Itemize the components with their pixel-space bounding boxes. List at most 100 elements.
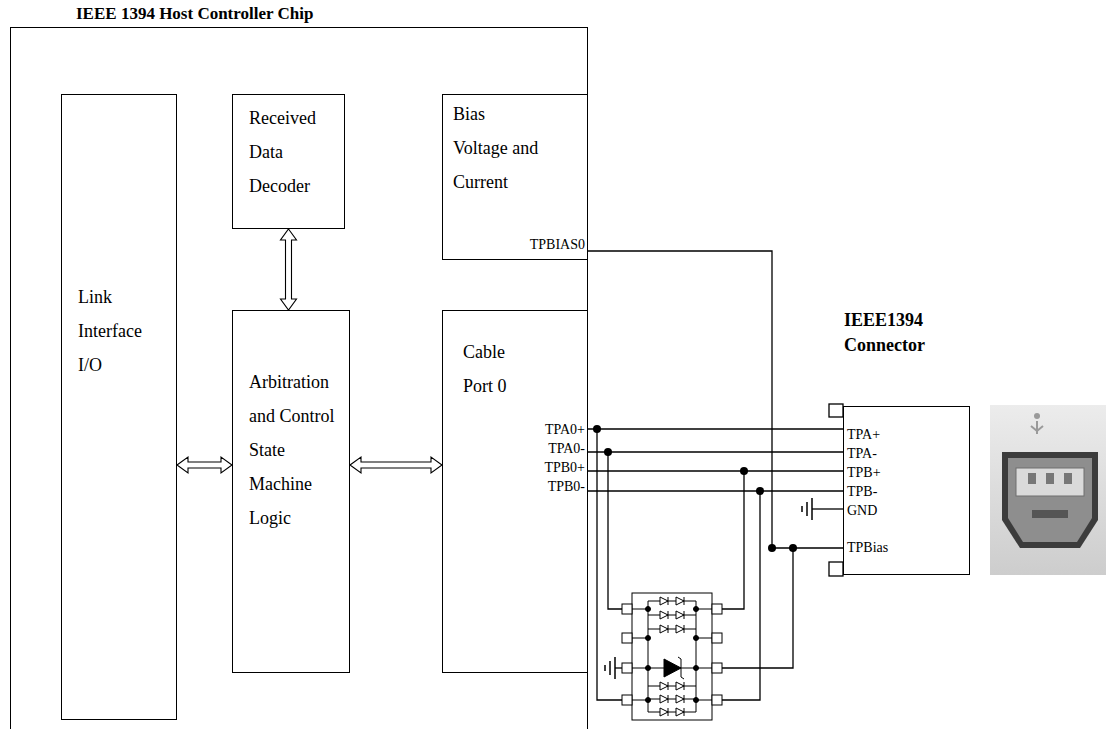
- port-tongue: [1016, 468, 1084, 496]
- diode: [660, 597, 668, 605]
- diode: [676, 597, 684, 605]
- junction-dot: [694, 636, 699, 641]
- connector-tabs: [829, 404, 843, 576]
- ground-bar: [609, 661, 611, 675]
- junction-dot: [694, 698, 699, 703]
- diode-row: [648, 699, 696, 700]
- block-box: Bias Voltage and Current: [442, 94, 588, 260]
- diode-bar: [684, 611, 685, 619]
- junction-dots: [593, 425, 797, 552]
- diode-bar: [668, 682, 669, 690]
- firewire-logo: [1034, 413, 1040, 419]
- ground-bar: [604, 665, 606, 671]
- block-label: Link Interface I/O: [78, 280, 164, 382]
- block-label: Cable Port 0: [463, 335, 525, 403]
- junction-dot: [646, 607, 651, 612]
- port-cavity: [1008, 458, 1092, 542]
- junction-dot: [694, 607, 699, 612]
- bus-arrow: [350, 457, 442, 473]
- connector-photo: [990, 405, 1106, 575]
- text-holder: IEEE1394 Connector: [844, 308, 954, 358]
- array-pin: [622, 695, 632, 705]
- wire: [812, 508, 843, 509]
- diode-row: [648, 686, 696, 687]
- ground-bar: [806, 502, 808, 516]
- diode: [676, 611, 684, 619]
- diode-bar: [668, 695, 669, 703]
- diode-array: [622, 593, 722, 720]
- diode-bar: [668, 708, 669, 716]
- signal-wire: [588, 451, 843, 452]
- signal-wire: [588, 251, 843, 548]
- signal-wire: [588, 470, 843, 471]
- port-shell: [1002, 452, 1098, 548]
- firewire-logo: [1031, 421, 1043, 434]
- wire: [608, 452, 622, 609]
- diode-bar: [668, 625, 669, 633]
- diode-bar: [684, 682, 685, 690]
- text-holder: TPB0+: [455, 458, 585, 476]
- diode-row: [648, 615, 696, 616]
- block-label: Bias Voltage and Current: [453, 97, 543, 199]
- block-label: Received Data Decoder: [249, 101, 329, 203]
- diode-bar: [668, 611, 669, 619]
- diode-bar: [684, 625, 685, 633]
- pin-name: TPB0-: [548, 479, 585, 495]
- diode-row: [648, 712, 696, 713]
- block-box: Arbitration and Control State Machine Lo…: [232, 310, 350, 673]
- port-contact: [1064, 473, 1072, 484]
- diode-array-body: [632, 593, 712, 720]
- text-holder: TPA+: [847, 425, 977, 443]
- diode-row: [648, 601, 696, 602]
- text-holder: TPBias: [847, 538, 977, 556]
- pin-name: TPB-: [847, 484, 877, 500]
- text-holder: TPB-: [847, 482, 977, 500]
- signal-wire: [588, 428, 843, 429]
- signal-wire: [588, 490, 843, 491]
- block-box: Received Data Decoder: [232, 94, 345, 229]
- connector-tab: [829, 404, 843, 417]
- heading-text: IEEE 1394 Host Controller Chip: [76, 3, 313, 25]
- text-holder: Arbitration and Control State Machine Lo…: [249, 365, 344, 535]
- diode: [676, 708, 684, 716]
- diode: [660, 682, 668, 690]
- diode-bar: [684, 708, 685, 716]
- array-pin: [622, 663, 632, 673]
- chip-outline: IEEE 1394 Host Controller ChipLink Inter…: [10, 27, 588, 729]
- diode: [660, 611, 668, 619]
- array-pin: [712, 663, 722, 673]
- pin-name: TPA0-: [548, 441, 585, 457]
- pin-name: TPA0+: [545, 422, 585, 438]
- bus-arrow: [281, 229, 297, 310]
- junction-dot: [646, 666, 651, 671]
- pin-name: TPA+: [847, 427, 880, 443]
- text-holder: TPA-: [847, 444, 977, 462]
- ground-bar: [614, 657, 616, 679]
- pin-name: TPB0+: [544, 460, 585, 476]
- text-holder: GND: [847, 501, 977, 519]
- text-holder: Link Interface I/O: [78, 280, 164, 382]
- array-pin: [622, 604, 632, 614]
- text-holder: TPA0+: [455, 420, 585, 438]
- port-slot: [1032, 510, 1068, 518]
- wire: [615, 667, 622, 668]
- junction-dot: [694, 666, 699, 671]
- ground-symbol: [605, 657, 615, 679]
- text-holder: IEEE 1394 Host Controller Chip: [76, 3, 496, 25]
- heading-text: IEEE1394 Connector: [844, 308, 954, 358]
- ground-bar: [811, 498, 813, 520]
- text-holder: Received Data Decoder: [249, 101, 329, 203]
- diode: [676, 625, 684, 633]
- photo-ground: [990, 405, 1106, 575]
- diode-bar: [668, 597, 669, 605]
- text-holder: Bias Voltage and Current: [453, 97, 543, 199]
- block-box: Link Interface I/O: [61, 94, 177, 720]
- text-holder: Cable Port 0: [463, 335, 525, 403]
- small-diodes: [660, 597, 684, 716]
- port-contact: [1046, 473, 1054, 484]
- wire: [722, 548, 793, 668]
- pin-name: TPBias: [847, 540, 888, 556]
